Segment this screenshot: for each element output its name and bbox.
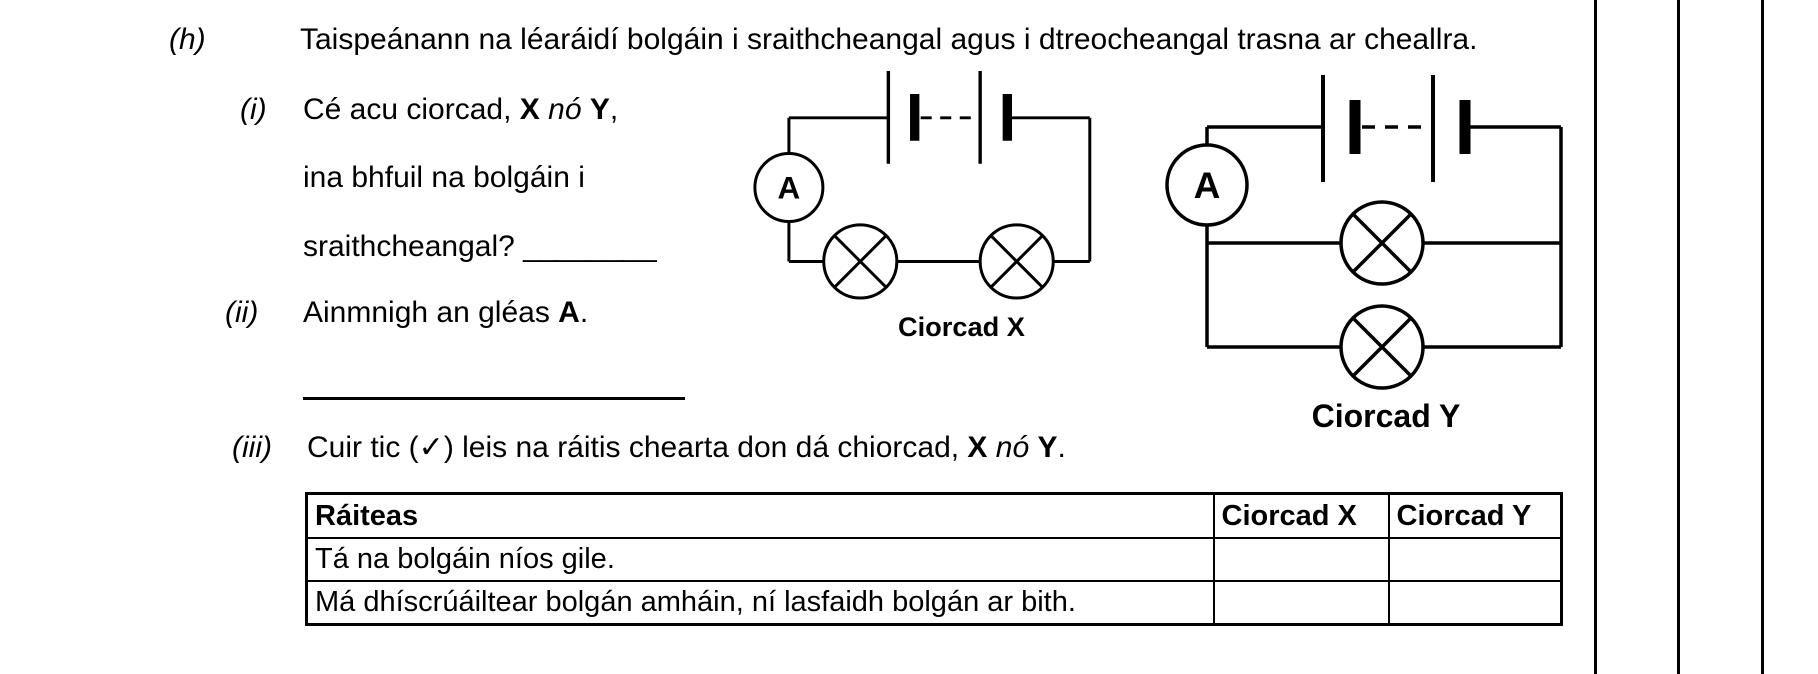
item-i-text-1: Cé acu ciorcad, X nó Y, (303, 93, 618, 127)
circuit-x-diagram: A Ciorcad X (753, 71, 1092, 342)
part-label-ii: (ii) (225, 296, 259, 329)
col-header-statement: Ráiteas (305, 492, 1215, 539)
item-i-line-2: ina bhfuil na bolgáin i (0, 161, 1818, 197)
item-ii-text: Ainmnigh an gléas A. (303, 296, 588, 330)
part-label-iii: (iii) (232, 431, 272, 464)
item-ii-answer-blank-line[interactable] (303, 368, 685, 400)
item-i-answer-blank[interactable]: ________ (523, 230, 657, 263)
item-ii-seg-post: . (579, 296, 589, 329)
ammeter-icon (1165, 143, 1249, 227)
question-heading-line: (h) Taispeánann na léaráidí bolgáin i sr… (0, 23, 1818, 59)
circuit-x-caption: Ciorcad X (898, 311, 1025, 342)
bulb-icon (978, 223, 1055, 300)
item-i-seg-post: , (609, 93, 619, 126)
ammeter-icon (753, 152, 825, 223)
ammeter-label: A (1194, 165, 1221, 206)
tick-cell-row1-y[interactable] (1387, 537, 1563, 582)
item-iii-text: Cuir tic (✓) leis na ráitis chearta don … (307, 431, 1066, 465)
item-iii-seg-pre: Cuir tic ( (307, 431, 419, 464)
margin-rule-1 (1594, 0, 1597, 674)
battery-icon (886, 71, 1013, 164)
statement-cell: Tá na bolgáin níos gile. (305, 537, 1215, 582)
item-iii-seg-mid: ) leis na ráitis chearta don dá chiorcad… (443, 431, 968, 464)
bulb-icon (1339, 304, 1425, 390)
item-i-line-3: sraithcheangal? ________ (0, 230, 1818, 266)
part-label-i: (i) (240, 93, 267, 126)
tick-table: Ráiteas Ciorcad X Ciorcad Y Tá na bolgái… (305, 492, 1563, 626)
item-iii-seg-x: X (967, 431, 988, 464)
bulb-icon (1339, 200, 1425, 286)
item-i-seg-l3: sraithcheangal? (303, 230, 524, 263)
margin-rule-3 (1761, 0, 1764, 674)
bulb-cross (833, 234, 887, 289)
item-iii-seg-y: Y (1037, 431, 1058, 464)
item-iii-seg-no: nó (987, 431, 1038, 464)
bulb-circle (822, 223, 899, 300)
item-i-seg-pre: Cé acu ciorcad, (303, 93, 520, 126)
bulb-icon (822, 223, 899, 300)
circuit-y-diagram: A Ciorcad Y (1165, 75, 1563, 434)
item-i-text-3: sraithcheangal? ________ (303, 230, 657, 264)
tick-mark-glyph: ✓ (418, 431, 444, 464)
heading-text: Taispeánann na léaráidí bolgáin i sraith… (300, 23, 1478, 56)
table-header-row: Ráiteas Ciorcad X Ciorcad Y (305, 492, 1563, 539)
bulb-circle (1339, 200, 1425, 286)
col-header-ciorcad-y: Ciorcad Y (1387, 492, 1563, 539)
bulb-circle (978, 223, 1055, 300)
col-header-ciorcad-x: Ciorcad X (1212, 492, 1390, 539)
item-i-seg-y: Y (589, 93, 610, 126)
item-i-seg-no: nó (539, 93, 590, 126)
tick-cell-row1-x[interactable] (1212, 537, 1390, 582)
margin-rule-2 (1677, 0, 1680, 674)
tick-cell-row2-x[interactable] (1212, 580, 1390, 626)
bulb-circle (1339, 304, 1425, 390)
table-row: Má dhíscrúáiltear bolgán amháin, ní lasf… (305, 580, 1563, 626)
part-label-h: (h) (169, 23, 206, 56)
bulb-cross (1351, 212, 1413, 274)
bulb-cross (990, 234, 1044, 289)
bulb-cross (1351, 316, 1413, 378)
item-ii-seg-device: A (558, 296, 580, 329)
item-ii-line: (ii) Ainmnigh an gléas A. (0, 296, 1818, 332)
item-iii-seg-post: . (1057, 431, 1066, 464)
item-ii-seg-pre: Ainmnigh an gléas (303, 296, 559, 329)
table-row: Tá na bolgáin níos gile. (305, 537, 1563, 582)
item-i-line-1: (i) Cé acu ciorcad, X nó Y, (0, 93, 1818, 129)
item-i-text-2: ina bhfuil na bolgáin i (303, 161, 585, 194)
battery-icon (1321, 75, 1471, 182)
statement-cell: Má dhíscrúáiltear bolgán amháin, ní lasf… (305, 580, 1215, 626)
item-i-seg-x: X (519, 93, 540, 126)
item-iii-line: (iii) Cuir tic (✓) leis na ráitis cheart… (0, 431, 1818, 467)
tick-cell-row2-y[interactable] (1387, 580, 1563, 626)
circuit-y-caption: Ciorcad Y (1312, 398, 1461, 434)
ammeter-label: A (778, 171, 801, 206)
